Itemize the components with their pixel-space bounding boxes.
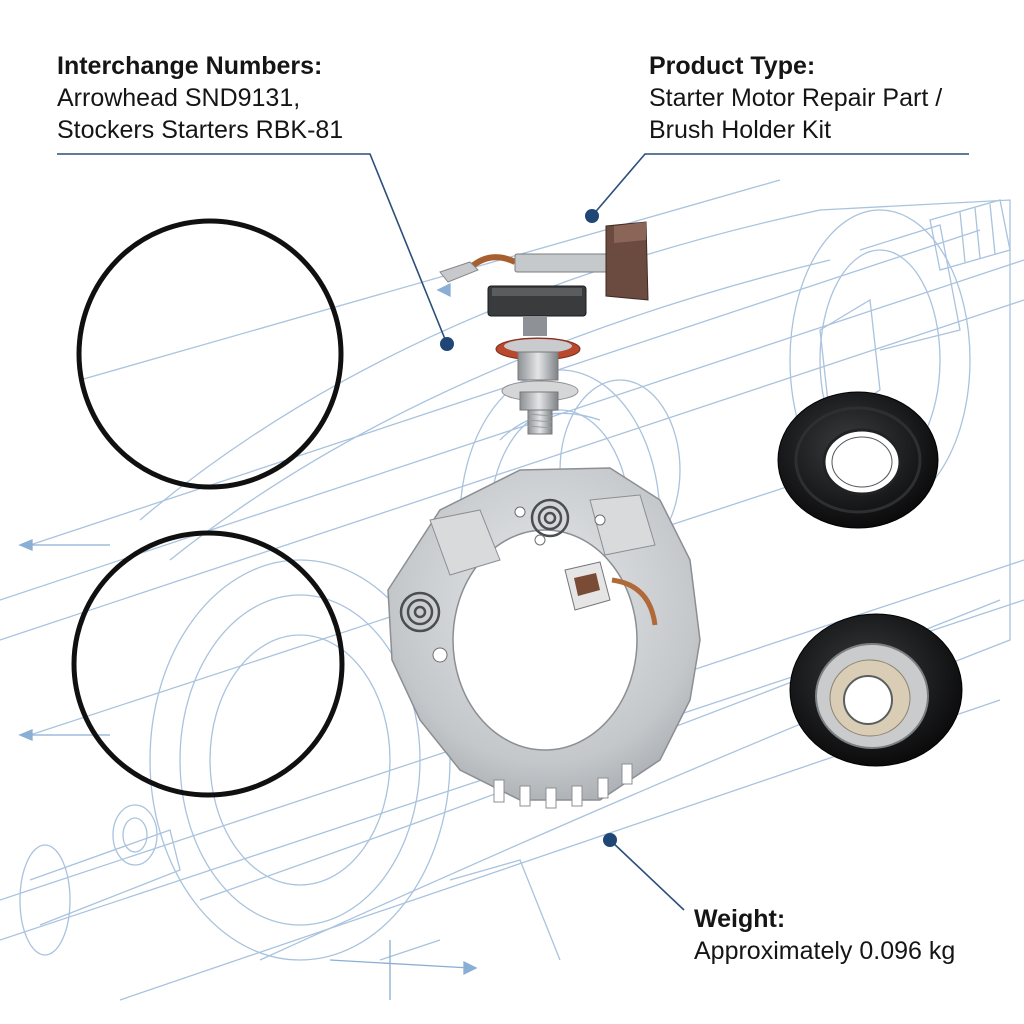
interchange-line-1: Arrowhead SND9131, xyxy=(57,84,301,112)
leader-line-weight xyxy=(609,839,685,911)
brush-holder-plate xyxy=(387,467,701,809)
weight-heading: Weight: xyxy=(694,905,786,933)
callout-product-type: Product Type: Starter Motor Repair Part … xyxy=(649,50,942,146)
leader-line-interchange xyxy=(57,153,448,345)
product-type-line-2: Brush Holder Kit xyxy=(649,116,832,144)
leader-dot-type xyxy=(585,209,599,223)
leader-dot-weight xyxy=(603,833,617,847)
leader-dot-interchange xyxy=(440,337,454,351)
ball-bearing xyxy=(789,613,963,767)
oil-seal xyxy=(777,391,939,529)
interchange-heading: Interchange Numbers: xyxy=(57,52,323,80)
leader-line-type xyxy=(591,153,969,217)
brush-with-terminal-bolt xyxy=(439,261,587,435)
interchange-line-2: Stockers Starters RBK-81 xyxy=(57,116,344,144)
o-ring-top xyxy=(76,218,344,490)
callout-weight: Weight: Approximately 0.096 kg xyxy=(694,903,955,967)
weight-value: Approximately 0.096 kg xyxy=(694,937,956,965)
product-type-line-1: Starter Motor Repair Part / xyxy=(649,84,943,112)
callout-interchange: Interchange Numbers: Arrowhead SND9131, … xyxy=(57,50,343,146)
o-ring-bottom xyxy=(71,530,345,798)
product-type-heading: Product Type: xyxy=(649,52,816,80)
